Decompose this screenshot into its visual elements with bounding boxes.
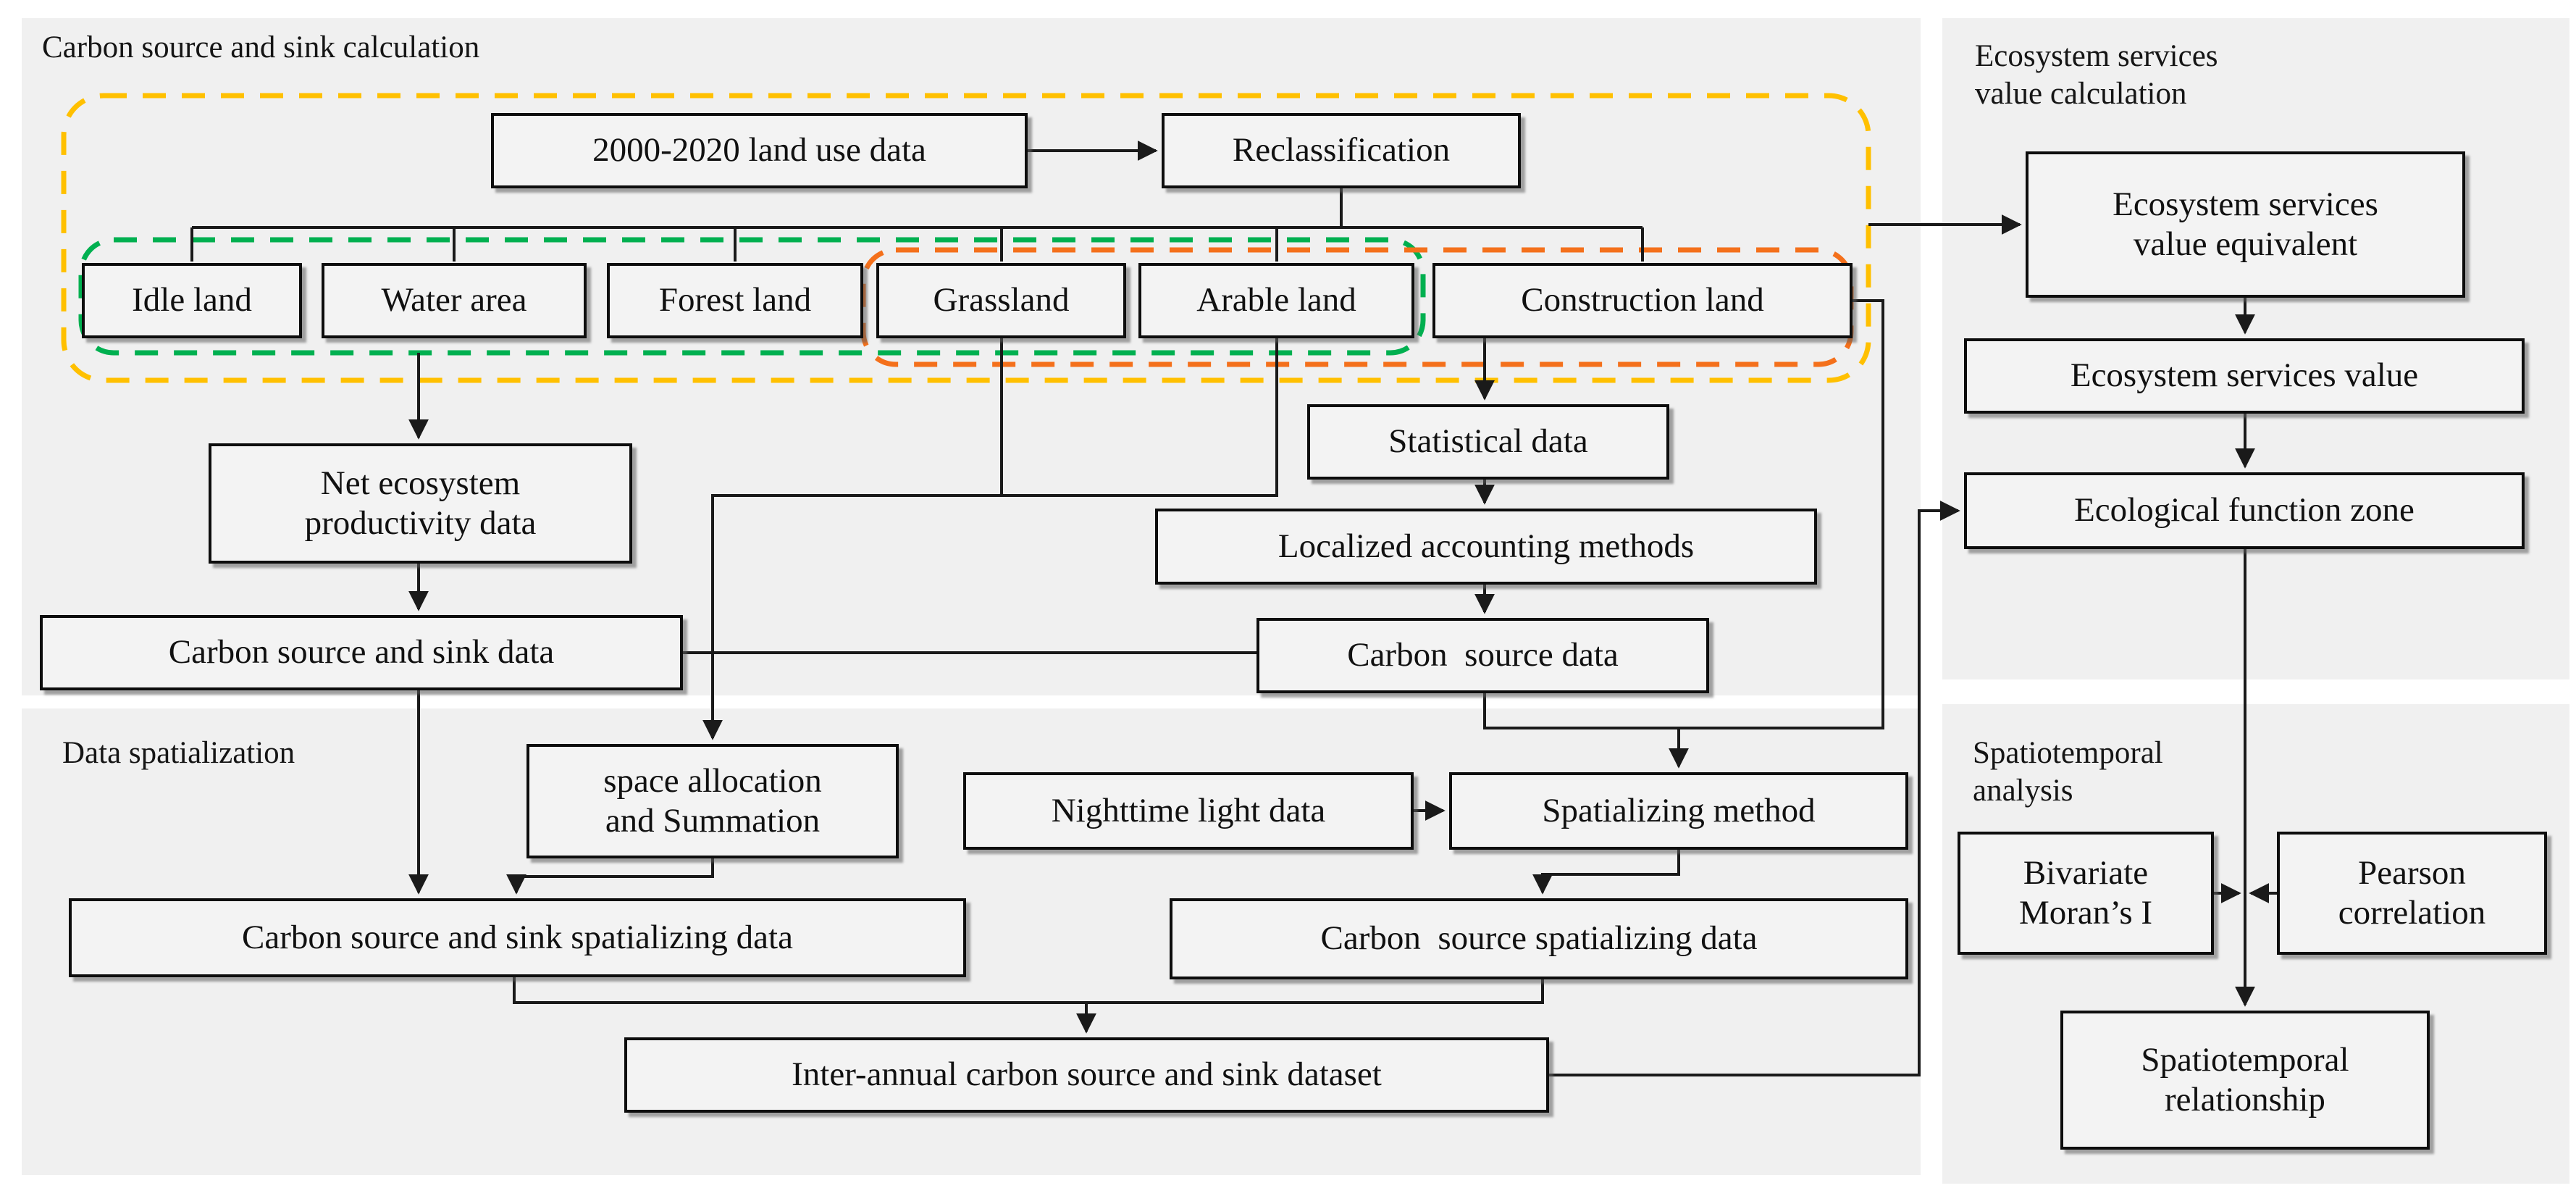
- box-carbon-source-and-sink-spatializing-data: Carbon source and sink spatializing data: [69, 898, 966, 977]
- box-construction-land: Construction land: [1432, 263, 1853, 338]
- box-forest-land: Forest land: [607, 263, 863, 338]
- box-spatializing-method: Spatializing method: [1449, 772, 1908, 850]
- box-label: Carbon source data: [1347, 636, 1619, 674]
- section-title-ecosystem-services-value-calculation: Ecosystem services value calculation: [1975, 39, 2218, 112]
- box-label: Pearson correlation: [2338, 853, 2486, 932]
- box-label: Water area: [381, 281, 527, 319]
- box-2000-2020-land-use-data: 2000-2020 land use data: [491, 113, 1028, 188]
- box-space-allocation-and-summation: space allocation and Summation: [526, 744, 899, 858]
- box-pearson-correlation: Pearson correlation: [2277, 832, 2547, 955]
- box-carbon-source-data: Carbon source data: [1256, 618, 1709, 693]
- box-label: Bivariate Moran’s I: [2018, 853, 2153, 932]
- box-ecosystem-services-value: Ecosystem services value: [1964, 338, 2525, 414]
- box-spatiotemporal-relationship: Spatiotemporal relationship: [2060, 1011, 2430, 1150]
- box-label: Forest land: [658, 281, 812, 319]
- box-label: Reclassification: [1232, 131, 1451, 170]
- box-label: Spatiotemporal relationship: [2141, 1040, 2349, 1118]
- box-label: Spatializing method: [1542, 791, 1816, 829]
- box-inter-annual-carbon-source-and-sink-dataset: Inter-annual carbon source and sink data…: [624, 1037, 1549, 1113]
- box-nighttime-light-data: Nighttime light data: [963, 772, 1414, 850]
- box-carbon-source-and-sink-data: Carbon source and sink data: [40, 615, 683, 690]
- box-label: Inter-annual carbon source and sink data…: [792, 1055, 1382, 1094]
- box-label: 2000-2020 land use data: [592, 131, 926, 170]
- box-localized-accounting-methods: Localized accounting methods: [1155, 509, 1817, 585]
- box-label: Grassland: [933, 281, 1070, 319]
- box-label: Carbon source spatializing data: [1320, 919, 1758, 958]
- box-net-ecosystem-productivity-data: Net ecosystem productivity data: [209, 443, 632, 564]
- box-statistical-data: Statistical data: [1307, 404, 1669, 480]
- box-label: Localized accounting methods: [1277, 527, 1695, 565]
- box-label: Construction land: [1521, 281, 1764, 319]
- box-label: Arable land: [1196, 281, 1356, 319]
- section-title-data-spatialization: Data spatialization: [62, 736, 295, 770]
- box-label: Ecosystem services value: [2070, 356, 2419, 395]
- box-carbon-source-spatializing-data: Carbon source spatializing data: [1170, 898, 1908, 979]
- box-reclassification: Reclassification: [1162, 113, 1521, 188]
- box-water-area: Water area: [322, 263, 587, 338]
- box-label: Net ecosystem productivity data: [304, 464, 537, 542]
- box-label: Statistical data: [1388, 422, 1588, 461]
- box-ecosystem-services-value-equivalent: Ecosystem services value equivalent: [2026, 151, 2465, 298]
- box-bivariate-morans-i: Bivariate Moran’s I: [1958, 832, 2214, 955]
- box-idle-land: Idle land: [82, 263, 302, 338]
- box-grassland: Grassland: [876, 263, 1126, 338]
- box-label: Carbon source and sink spatializing data: [242, 918, 793, 956]
- box-label: Ecosystem services value equivalent: [2113, 185, 2378, 263]
- box-label: Nighttime light data: [1051, 791, 1326, 829]
- section-title-carbon-source-sink-calculation: Carbon source and sink calculation: [42, 30, 480, 64]
- box-ecological-function-zone: Ecological function zone: [1964, 472, 2525, 549]
- box-arable-land: Arable land: [1138, 263, 1414, 338]
- box-label: Ecological function zone: [2074, 491, 2415, 530]
- box-label: space allocation and Summation: [603, 761, 822, 840]
- section-title-spatiotemporal-analysis: Spatiotemporal analysis: [1973, 736, 2163, 808]
- box-label: Carbon source and sink data: [168, 633, 555, 672]
- box-label: Idle land: [132, 281, 252, 319]
